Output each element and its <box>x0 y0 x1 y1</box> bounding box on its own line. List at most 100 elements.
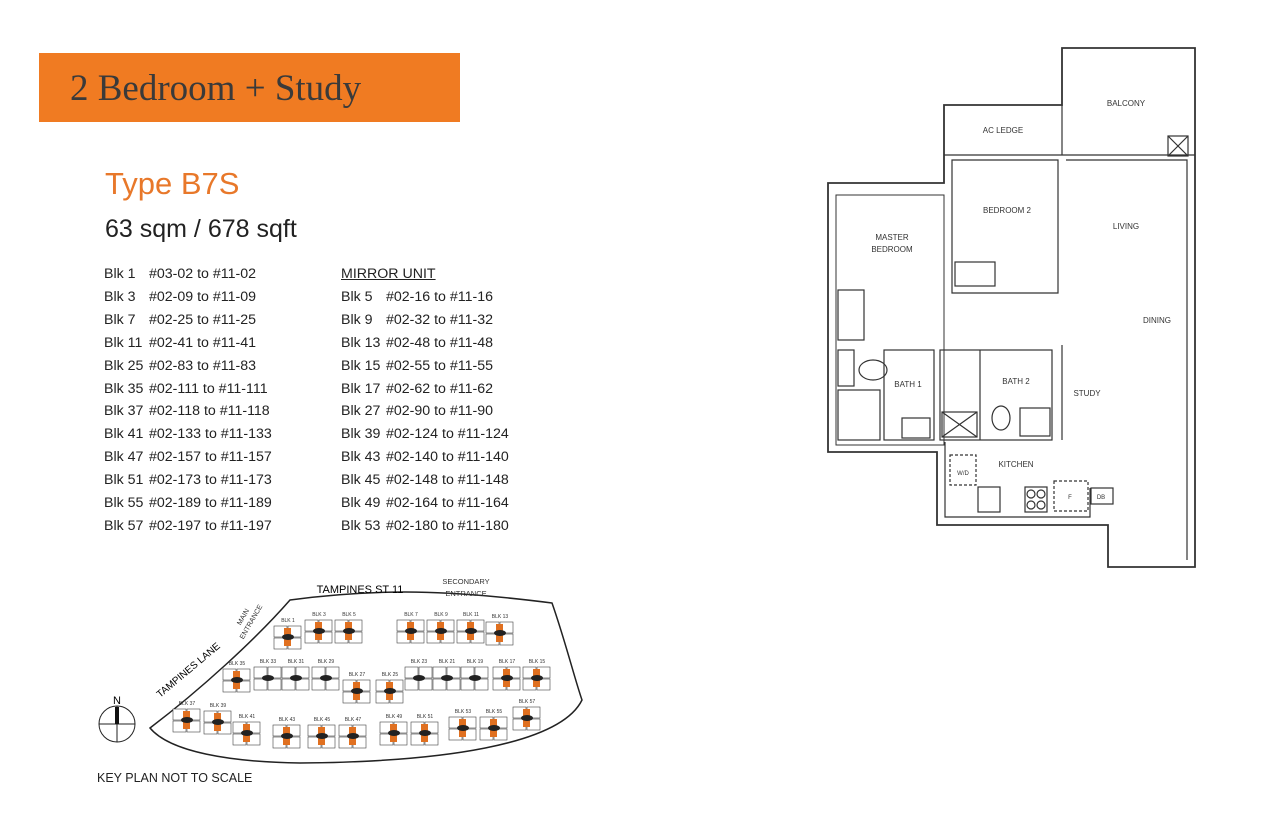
block-number: Blk 51 <box>104 472 144 489</box>
unit-range: #02-157 to #11-157 <box>149 449 272 466</box>
title-banner: 2 Bedroom + Study <box>39 53 460 122</box>
room-labels: BALCONY AC LEDGE BEDROOM 2 LIVING MASTER… <box>871 99 1171 501</box>
unit-range: #02-48 to #11-48 <box>386 334 494 351</box>
unit-row: Blk 51#02-173 to #11-173 <box>104 469 272 492</box>
key-plan-block: BLK 17 <box>492 659 521 691</box>
unit-row: Blk 27#02-90 to #11-90 <box>341 400 509 423</box>
block-label: BLK 39 <box>210 703 227 709</box>
key-plan-block: BLK 13 <box>485 614 514 646</box>
block-number: Blk 39 <box>341 426 381 443</box>
block-number: Blk 3 <box>104 288 136 305</box>
block-number: Blk 57 <box>104 517 144 534</box>
unit-range: #02-55 to #11-55 <box>386 357 494 374</box>
key-plan-block: BLK 39 <box>203 703 232 735</box>
secondary-entrance-1: SECONDARY <box>442 577 489 586</box>
room-dining: DINING <box>1143 316 1171 325</box>
block-number: Blk 45 <box>341 472 381 489</box>
key-plan-block: BLK 49 <box>379 714 408 746</box>
block-label: BLK 27 <box>349 672 366 678</box>
unit-row: Blk 13 #02-48 to #11-48 <box>341 332 509 355</box>
block-label: BLK 15 <box>529 659 546 665</box>
unit-size: 63 sqm / 678 sqft <box>105 215 297 243</box>
label-fridge: F <box>1068 495 1072 501</box>
secondary-entrance-2: ENTRANCE <box>445 589 486 598</box>
block-label: BLK 3 <box>312 612 326 618</box>
page-title: 2 Bedroom + Study <box>70 68 362 109</box>
unit-row: Blk 35 #02-111 to #11-111 <box>104 378 272 401</box>
block-number: Blk 17 <box>341 380 381 397</box>
key-plan-block: BLK 27 <box>342 672 371 704</box>
key-plan-block: BLK 21 <box>432 659 461 691</box>
key-plan-block: BLK 7 <box>396 612 425 644</box>
north-arrow-icon: N <box>98 695 136 743</box>
block-label: BLK 1 <box>281 618 295 624</box>
block-label: BLK 23 <box>411 659 428 665</box>
block-label: BLK 11 <box>463 612 479 618</box>
unit-range: #02-140 to #11-140 <box>386 449 509 466</box>
room-master-1: MASTER <box>875 233 909 242</box>
north-label: N <box>113 695 121 707</box>
unit-row: Blk 55#02-189 to #11-189 <box>104 492 272 515</box>
block-number: Blk 53 <box>341 517 381 534</box>
block-number: Blk 5 <box>341 288 373 305</box>
unit-type: Type B7S <box>105 166 240 201</box>
key-plan-block: BLK 1 <box>273 618 302 650</box>
unit-row: Blk 49#02-164 to #11-164 <box>341 492 509 515</box>
block-label: BLK 9 <box>434 612 448 618</box>
unit-row: Blk 41#02-133 to #11-133 <box>104 423 272 446</box>
block-label: BLK 41 <box>239 714 256 720</box>
block-number: Blk 7 <box>104 311 136 328</box>
unit-range: #02-16 to #11-16 <box>386 288 494 305</box>
unit-row: Blk 53#02-180 to #11-180 <box>341 515 509 538</box>
room-bath-2: BATH 2 <box>1002 377 1030 386</box>
unit-range: #02-148 to #11-148 <box>386 472 509 489</box>
block-label: BLK 19 <box>467 659 484 665</box>
block-label: BLK 37 <box>179 701 196 707</box>
block-label: BLK 49 <box>386 714 403 720</box>
key-plan-block: BLK 11 <box>456 612 485 644</box>
block-number: Blk 47 <box>104 449 144 466</box>
block-label: BLK 25 <box>382 672 399 678</box>
unit-row: Blk 37#02-118 to #11-118 <box>104 400 272 423</box>
unit-row: Blk 45 #02-148 to #11-148 <box>341 469 509 492</box>
key-plan-block: BLK 35 <box>222 661 251 693</box>
key-plan-block: BLK 37 <box>172 701 201 733</box>
block-number: Blk 11 <box>104 334 143 351</box>
unit-range: #02-133 to #11-133 <box>149 426 272 443</box>
unit-range: #02-124 to #11-124 <box>386 426 509 443</box>
unit-row: Blk 39 #02-124 to #11-124 <box>341 423 509 446</box>
unit-range: #02-32 to #11-32 <box>386 311 494 328</box>
unit-range: #02-111 to #11-111 <box>149 380 268 397</box>
block-label: BLK 17 <box>499 659 516 665</box>
unit-row: Blk 25#02-83 to #11-83 <box>104 355 272 378</box>
label-wd: W/D <box>957 471 969 477</box>
key-plan-block: BLK 15 <box>522 659 551 691</box>
block-label: BLK 21 <box>439 659 456 665</box>
key-plan-block: BLK 29 <box>311 659 340 691</box>
unit-range: #02-62 to #11-62 <box>386 380 494 397</box>
unit-row: Blk 7#02-25 to #11-25 <box>104 309 272 332</box>
road-tampines-st-11: TAMPINES ST 11 <box>317 584 404 596</box>
unit-range: #02-197 to #11-197 <box>149 517 272 534</box>
block-label: BLK 57 <box>519 699 536 705</box>
unit-range: #02-164 to #11-164 <box>386 495 509 512</box>
block-label: BLK 35 <box>229 661 246 667</box>
key-plan: TAMPINES ST 11 TAMPINES LANE MAIN ENTRAN… <box>98 577 583 764</box>
unit-row: Blk 5 #02-16 to #11-16 <box>341 286 509 309</box>
floor-plan <box>827 47 1196 568</box>
block-number: Blk 25 <box>104 357 144 374</box>
unit-row: Blk 47 #02-157 to #11-157 <box>104 446 272 469</box>
block-label: BLK 7 <box>404 612 418 618</box>
block-label: BLK 47 <box>345 717 362 723</box>
block-number: Blk 13 <box>341 334 381 351</box>
block-label: BLK 55 <box>486 709 503 715</box>
key-plan-block: BLK 33 <box>253 659 282 691</box>
key-plan-block: BLK 5 <box>334 612 363 644</box>
key-plan-block: BLK 45 <box>307 717 336 749</box>
unit-row: Blk 9#02-32 to #11-32 <box>341 309 509 332</box>
unit-row: Blk 15#02-55 to #11-55 <box>341 355 509 378</box>
block-number: Blk 35 <box>104 380 144 397</box>
key-plan-block: BLK 57 <box>512 699 541 731</box>
